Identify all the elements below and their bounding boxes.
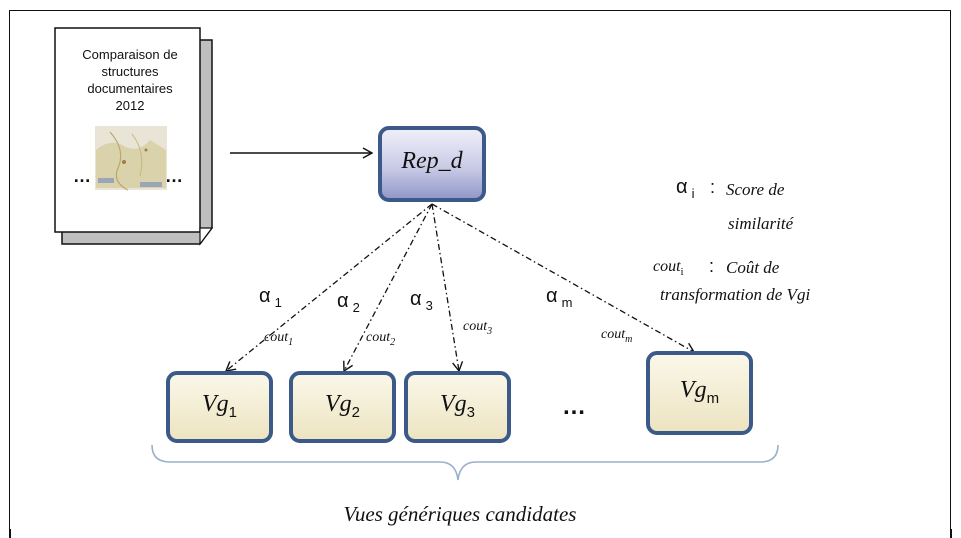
- document-title-line: structures: [101, 64, 159, 79]
- document-title-line: Comparaison de: [82, 47, 178, 62]
- edge-2-cost: cout2: [366, 330, 396, 348]
- legend-cost-colon: :: [709, 256, 715, 276]
- diagram-frame: [9, 10, 951, 530]
- caption: Vues génériques candidates: [343, 502, 577, 526]
- candidate-node-m-label: Vgm: [679, 377, 720, 407]
- edge-m-cost: coutm: [601, 327, 633, 345]
- edge-1: [224, 203, 433, 372]
- edge-1-cost: cout1: [264, 330, 294, 348]
- candidate-node-1-box: [166, 371, 273, 443]
- frame-edge-left: [9, 529, 11, 538]
- document-ellipsis-right: …: [165, 166, 185, 186]
- document-title-line: 2012: [115, 98, 145, 113]
- candidate-node-2-box: [289, 371, 396, 443]
- candidates-ellipsis: …: [562, 393, 587, 420]
- edge-m: [431, 203, 696, 353]
- legend-alpha-colon: :: [710, 177, 716, 197]
- legend-alpha-desc-line2: similarité: [728, 214, 794, 233]
- candidates-brace: [151, 444, 779, 481]
- candidate-node-2-label: Vg2: [324, 391, 360, 421]
- root-node-box: [378, 126, 486, 202]
- edge-3-cost: cout3: [463, 319, 493, 337]
- candidate-node-1-label: Vg1: [201, 391, 237, 421]
- legend-cost-desc-line1: Coût de: [726, 258, 780, 277]
- map-thumbnail-icon: [95, 126, 167, 191]
- document-title-line: documentaires: [87, 81, 173, 96]
- candidate-node-3-box: [404, 371, 511, 443]
- edge-2: [343, 203, 433, 373]
- frame-edge-right: [950, 529, 952, 538]
- legend-cost-symbol: couti: [653, 258, 684, 279]
- document-title: Comparaison de structures documentaires …: [65, 46, 195, 114]
- legend-alpha-desc-line1: Score de: [726, 180, 785, 199]
- document-icon: [54, 27, 214, 246]
- candidate-node-3-label: Vg3: [439, 391, 475, 421]
- candidate-node-m-box: [646, 351, 753, 435]
- edge-3: [431, 203, 464, 373]
- root-node-label: Rep_d: [401, 148, 463, 174]
- legend-cost-desc-line2: transformation de Vgi: [660, 285, 811, 304]
- document-ellipsis-left: …: [73, 166, 93, 186]
